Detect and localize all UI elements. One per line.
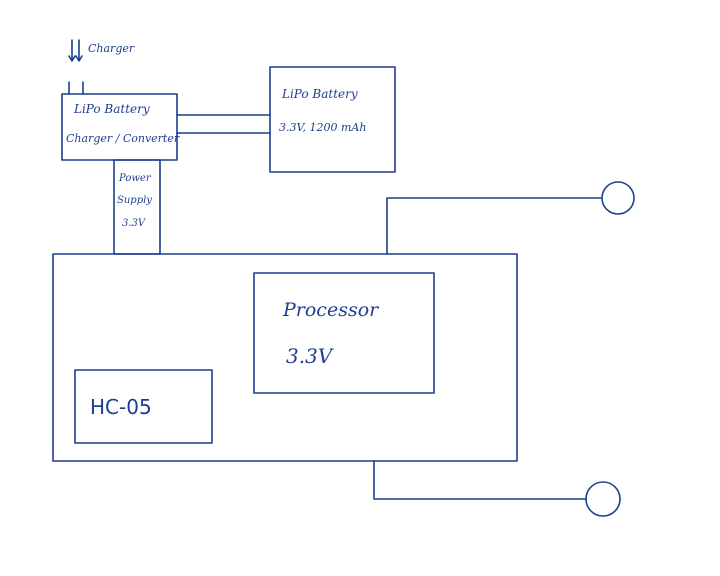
charger-label: Charger [88, 42, 135, 55]
charger-box-line1: LiPo Battery [73, 102, 150, 116]
upper-terminal [386, 181, 635, 255]
charger-arrow-icon [68, 39, 83, 62]
hc05-box: HC-05 [74, 369, 213, 444]
charger-converter-box: LiPo Battery Charger / Converter [61, 93, 180, 161]
processor-voltage: 3.3V [286, 344, 335, 368]
battery-box-line1: LiPo Battery [281, 87, 358, 101]
hc05-label: HC-05 [90, 395, 152, 419]
processor-box: Processor 3.3V [253, 272, 435, 394]
lipo-battery-box: LiPo Battery 3.3V, 1200 mAh [269, 66, 396, 173]
charger-box-line2: Charger / Converter [66, 132, 180, 145]
upper-terminal-circle [601, 181, 635, 215]
battery-box-line2: 3.3V, 1200 mAh [279, 121, 366, 134]
power-supply-line2: Supply [117, 195, 152, 206]
lower-terminal [373, 460, 621, 517]
charger-connector [68, 81, 84, 95]
lower-terminal-circle [585, 481, 621, 517]
power-supply-box: Power Supply 3.3V [113, 159, 161, 255]
power-supply-line3: 3.3V [122, 218, 147, 229]
battery-connection-lines [176, 114, 271, 134]
processor-label: Processor [282, 299, 380, 321]
main-board-outline [52, 253, 518, 462]
power-supply-line1: Power [118, 173, 152, 184]
